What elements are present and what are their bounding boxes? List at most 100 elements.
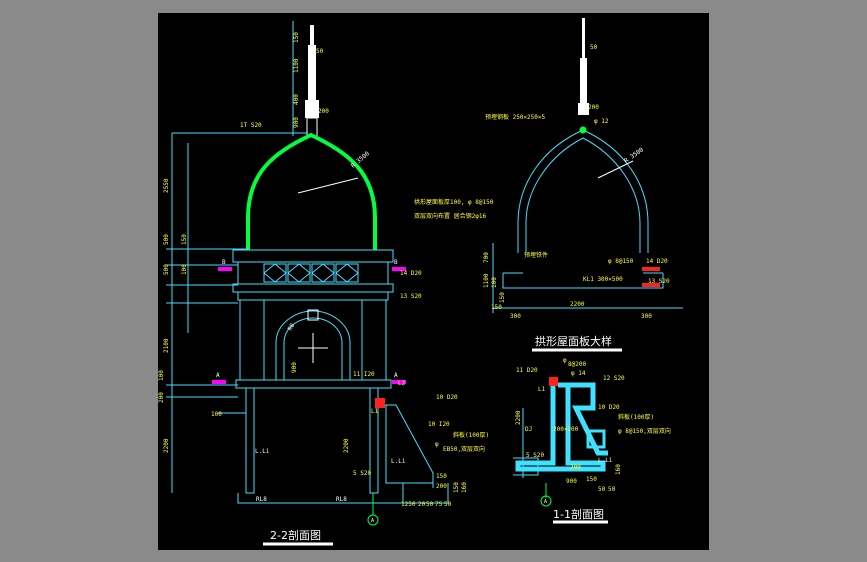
detail-arch-inner [525, 137, 641, 253]
height-dim-100b: 100 [158, 370, 165, 381]
red-node-left [375, 398, 385, 408]
label-dim-right-2: 200 [436, 483, 447, 490]
sec11-rebar: φ 8@150,双层双向 [618, 427, 671, 435]
height-dim-2550: 2550 [163, 178, 170, 193]
detail-dim-left-3: 700 [483, 252, 490, 263]
section-1-1-red-node [549, 377, 558, 386]
inner-arch [275, 310, 351, 380]
detail-arch-outer [517, 129, 649, 253]
label-ll-left: L.Li [255, 448, 270, 455]
section-mark-a-right [392, 380, 406, 384]
height-dim-2100: 2100 [163, 338, 170, 353]
sec11-d10-20: 10 D20 [598, 404, 620, 411]
detail-eb10: φ 8@150 [608, 258, 634, 265]
height-dim-150: 150 [181, 234, 188, 245]
spire-dim-2: 1100 [293, 58, 300, 73]
sec11-s5-20: 5 S20 [526, 452, 544, 459]
spire-dim-6: 900 [293, 117, 300, 128]
dome-arch-outer [246, 132, 377, 250]
column-left [239, 299, 265, 381]
label-s5-20: 5 S20 [353, 470, 371, 477]
lattice-frieze [237, 261, 389, 285]
section-1-1-beam [586, 429, 606, 449]
sec11-i14: φ 14 [571, 370, 586, 377]
keystone [307, 309, 319, 321]
cornice-band-top [232, 249, 394, 263]
label-ll-right: L.Li [391, 458, 406, 465]
height-dim-500b: 500 [163, 264, 170, 275]
height-dim-100a: 100 [181, 264, 188, 275]
sec11-dim2200: 2200 [515, 410, 522, 425]
label-dim-bottom-2: 50 [426, 501, 434, 508]
height-dim-500a: 500 [163, 234, 170, 245]
label-dim-bottom-3: 75 [435, 501, 443, 508]
detail-spire-shaft [580, 58, 587, 103]
label-mark-a-right: A [394, 372, 398, 379]
column-right [361, 299, 387, 381]
label-top-beam: 1T S20 [240, 122, 262, 129]
label-dim900: 900 [291, 362, 298, 373]
label-l1-20: 11 I20 [353, 371, 375, 378]
label-dim-right-4: 160 [461, 482, 468, 493]
label-axis-a-left: A [371, 518, 374, 524]
title-1-1-section: 1-1剖面图 [553, 507, 604, 521]
label-rl-left: RL8 [256, 496, 267, 503]
label-d10-20: 10 D20 [436, 394, 458, 401]
label-l2: L2 [398, 380, 406, 387]
label-mark-a-left: A [216, 372, 220, 379]
label-phi8: φ [435, 441, 439, 448]
label-dim100: 100 [211, 411, 222, 418]
label-d14-20: 14 D20 [400, 270, 422, 277]
label-dim2200: 2200 [343, 438, 350, 453]
lattice-panels [263, 263, 359, 283]
label-d10-20b: 10 I20 [428, 421, 450, 428]
sec11-s12-20: 12 S20 [603, 375, 625, 382]
arch-roof-detail-drawing [492, 18, 683, 352]
detail-red-beam-bottom [642, 283, 660, 287]
label-rebar: EB50,双层双向 [443, 445, 485, 453]
spire-dim-1: 150 [293, 32, 300, 43]
label-arc-radius: R0 [287, 322, 297, 332]
detail-dim50: 50 [590, 44, 598, 51]
sec11-b200: 200×200 [553, 426, 579, 433]
detail-red-beam-top [642, 267, 660, 271]
section-mark-b-left [218, 267, 232, 271]
detail-spire-base [578, 103, 589, 115]
label-mark-b-right: B [394, 259, 398, 266]
detail-dim-left-4: 150 [499, 292, 506, 303]
inner-arch-inner [283, 317, 343, 380]
detail-steel-plate: 预埋钢板 250×250×5 [485, 113, 546, 121]
label-l1: L1 [371, 408, 379, 415]
sec11-dim900: 900 [566, 478, 577, 485]
detail-dim-left-2: 100 [491, 277, 498, 288]
sec11-dim200: 200 [570, 464, 581, 471]
detail-double-layer: 双层双向布置 居合钢2φ16 [414, 212, 486, 220]
lower-wall-left [245, 387, 255, 494]
detail-radius: R 3500 [623, 146, 645, 164]
spire-dim-4: 400 [293, 94, 300, 105]
spire-tip [310, 25, 314, 45]
detail-slab-thickness: 拱形屋面板厚100, φ 8@150 [414, 198, 494, 206]
label-dim-right-1: 150 [436, 473, 447, 480]
section-1-1-axis-circle [540, 495, 552, 507]
label-dim-right-3: 150 [453, 482, 460, 493]
detail-d14-20: 14 D20 [646, 258, 668, 265]
cad-drawing: 150 1100 50 400 200 900 2550 500 150 500… [158, 18, 683, 546]
footing-right [402, 483, 449, 504]
detail-phi12: φ 12 [594, 118, 609, 125]
cornice-band-mid [232, 283, 394, 293]
section-mark-b-right [392, 267, 406, 271]
left-section-drawing [166, 21, 449, 546]
label-s13-20: 13 S20 [400, 293, 422, 300]
detail-radius-line [597, 160, 634, 179]
label-rl-right: RL8 [336, 496, 347, 503]
stair-slab [378, 404, 434, 488]
spire-dim-3: 50 [316, 48, 324, 55]
stair-support [385, 405, 433, 484]
spire-collar [305, 100, 319, 118]
section-1-1-drawing [513, 377, 608, 524]
sec11-dim50a: 50 [598, 486, 606, 493]
cornice-band-low [237, 291, 389, 301]
label-mark-b-left: B [222, 259, 226, 266]
detail-apex-node [579, 126, 587, 134]
